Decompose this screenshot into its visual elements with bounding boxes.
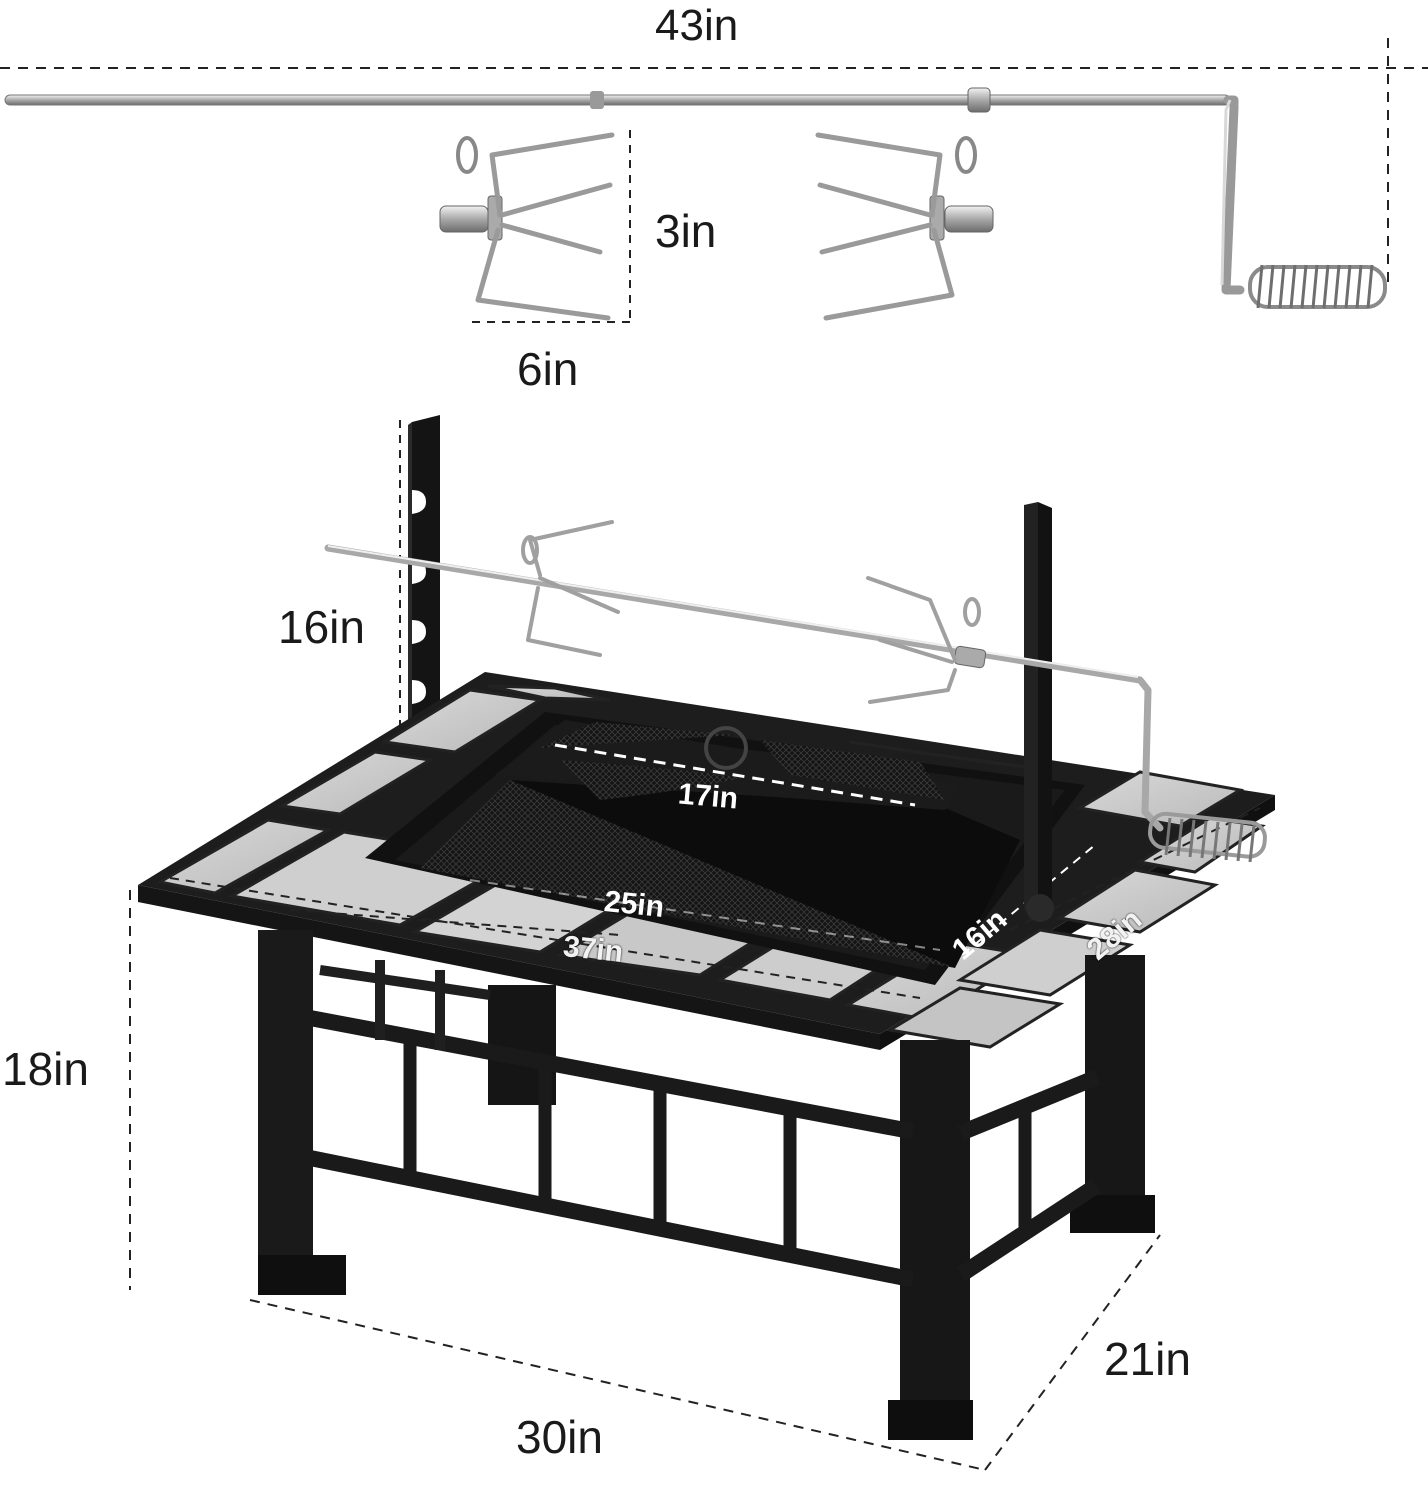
left-meat-fork [439,132,615,321]
mounted-rod [324,520,1267,863]
base-length-label: 30in [516,1411,603,1463]
base-width-label: 21in [1104,1333,1191,1385]
right-meat-fork [815,132,994,321]
fork-height-label: 3in [655,205,717,257]
bracket-height-label: 16in [278,601,365,653]
table-height-label: 18in [2,1043,89,1095]
base-dimensions [129,890,1161,1471]
rod-length-label: 43in [655,1,739,50]
right-bracket [1024,502,1054,922]
rotisserie-rod [4,87,1245,295]
table-base [258,930,1155,1440]
top-length-label: 37in [561,929,625,970]
fork-width-label: 6in [517,343,579,395]
pit-length-label: 25in [602,884,666,925]
grill-width-label: 17in [676,777,740,816]
fork-size-dimension [472,130,631,323]
spring-handle [1248,264,1387,309]
fire-bowl [365,712,1085,985]
rod-length-dimension [0,38,1428,290]
